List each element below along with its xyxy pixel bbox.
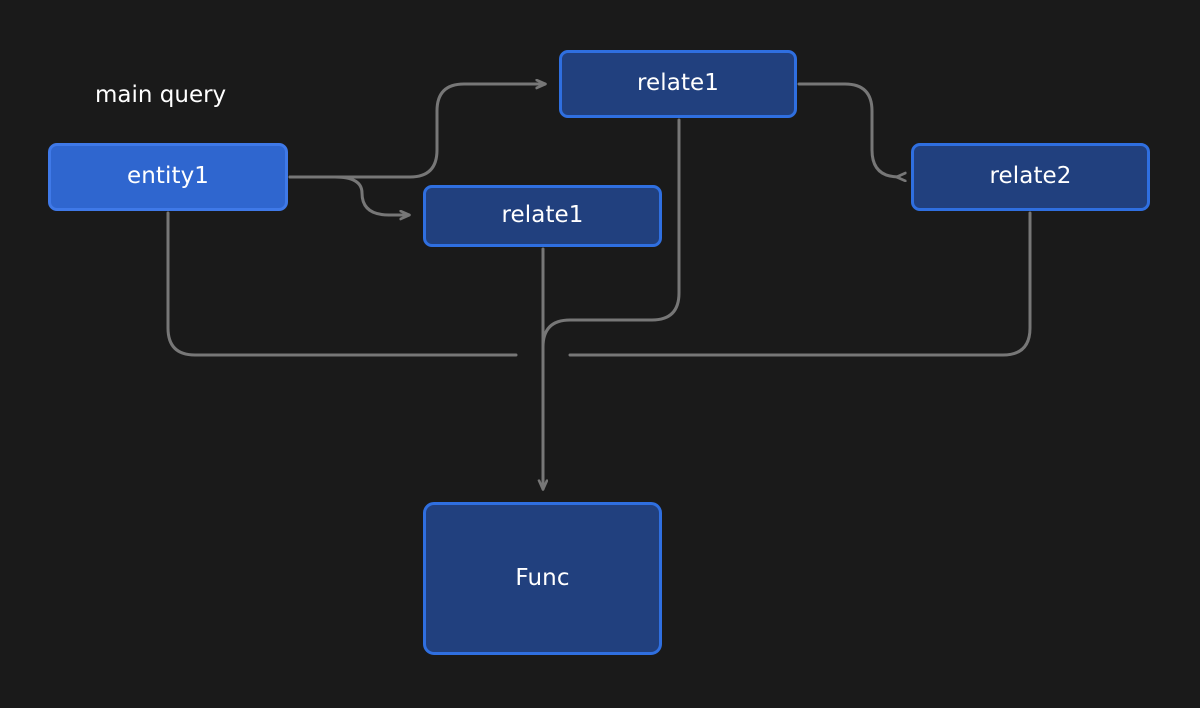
node-relate1-top[interactable]: relate1 [559,50,797,118]
main-query-label: main query [95,82,227,108]
node-func[interactable]: Func [423,502,662,655]
node-relate1-mid[interactable]: relate1 [423,185,662,247]
edge-paths [166,82,1032,489]
node-label-func: Func [515,564,570,591]
edge-relate2-to-func [568,211,1032,357]
node-entity1[interactable]: entity1 [48,143,288,211]
node-label-entity1: entity1 [126,163,210,190]
node-relate2[interactable]: relate2 [911,143,1150,211]
edge-relate1-top-to-relate2 [797,82,899,177]
node-label-relate1-top: relate1 [636,70,720,97]
node-label-relate2: relate2 [989,163,1072,190]
edge-relate1-top-to-func [541,118,681,357]
edge-entity1-to-relate1-mid [288,175,409,215]
edge-entity1-to-func [166,211,518,357]
node-label-relate1-mid: relate1 [501,202,584,229]
edge-entity1-to-relate1-top [288,84,545,179]
